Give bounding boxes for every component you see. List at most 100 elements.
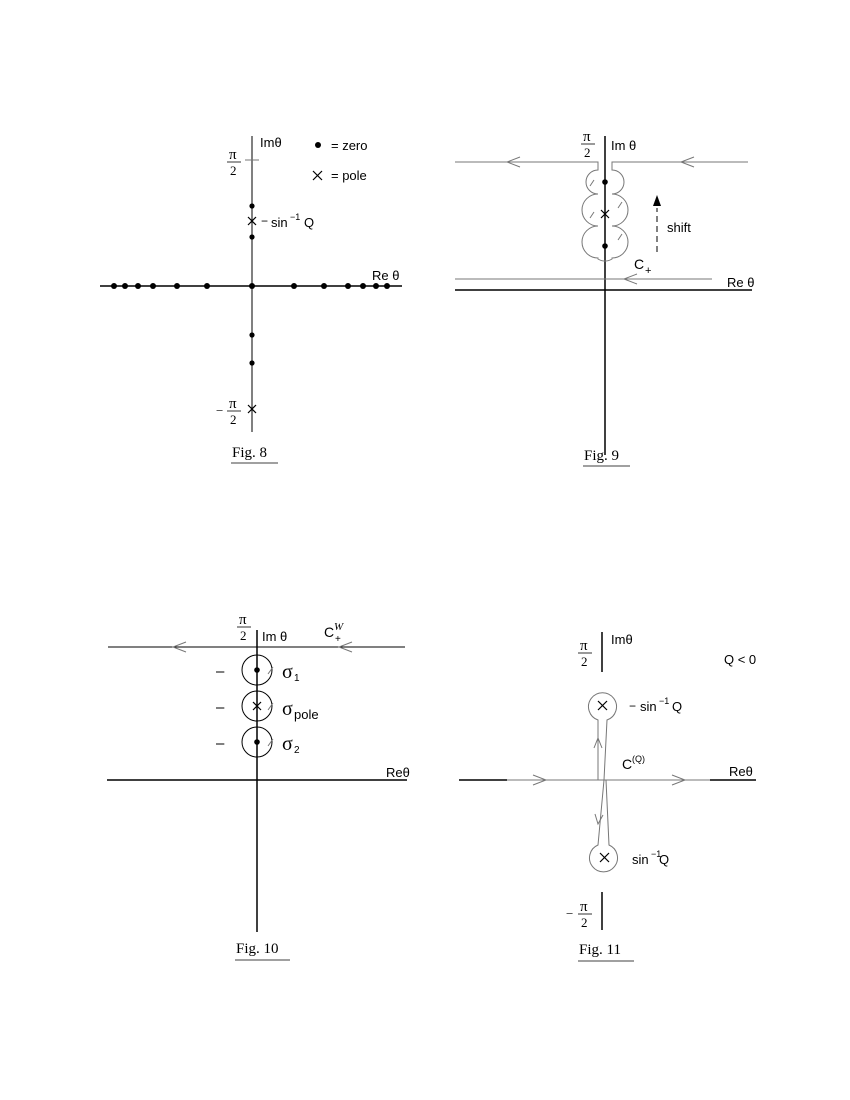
fig8-pole-label-minus: −	[261, 214, 268, 228]
fig10-c-sub: +	[335, 634, 341, 645]
zero-dot	[373, 283, 379, 289]
fig8-pole-upper	[247, 216, 257, 226]
fig11-pole-lower	[599, 852, 610, 863]
fig11-re-label: Reθ	[729, 764, 753, 779]
fig9-c-label: C	[634, 256, 644, 272]
fig8-pi: π	[229, 147, 237, 163]
zero-dot	[291, 283, 297, 289]
fig8-real-zeros	[111, 283, 390, 289]
legend-pole-icon	[312, 170, 323, 181]
fig11-lower-pole-sin: sin	[632, 852, 649, 867]
fig8-imag-zeros	[249, 203, 255, 366]
zero-dot	[249, 360, 255, 366]
fig8-caption: Fig. 8	[232, 445, 267, 461]
fig10-sigma1-circle	[241, 654, 273, 686]
legend-pole-label: = pole	[331, 168, 367, 183]
fig8-pole-label-q: Q	[304, 215, 314, 230]
fig10-minus-3: –	[216, 735, 225, 752]
fig11-upper-pole-exp: −1	[659, 696, 669, 706]
fig9-pole	[600, 209, 610, 219]
fig8-neg-two: 2	[230, 412, 237, 427]
fig10-re-label: Reθ	[386, 765, 410, 780]
zero-dot	[135, 283, 141, 289]
zero-dot	[384, 283, 390, 289]
fig10-sigma-pole: σ	[282, 698, 293, 720]
fig11-lower-pole-q: Q	[659, 852, 669, 867]
fig11-arrow-left	[532, 774, 548, 786]
zero-dot	[150, 283, 156, 289]
fig10-sigma-pole-sub: pole	[294, 707, 319, 722]
fig10-minus-1: –	[216, 663, 225, 680]
fig10-orientation-ticks	[267, 666, 274, 747]
fig10-arrow-right	[337, 641, 353, 653]
fig11-upper-pole-q: Q	[672, 699, 682, 714]
fig8-pole-label-exp: −1	[290, 212, 300, 222]
fig8-pole-lower	[247, 404, 257, 414]
fig10-pi: π	[239, 612, 247, 628]
fig11-im-label: Imθ	[611, 632, 633, 647]
fig8-pole-label-sin: sin	[271, 215, 288, 230]
fig11-neg-pi: π	[580, 899, 588, 915]
zero-dot	[249, 283, 255, 289]
fig8-re-label: Re θ	[372, 268, 399, 283]
fig11-arrow-up	[593, 736, 603, 749]
zero-dot	[254, 667, 260, 673]
fig9-orientation-ticks	[589, 179, 623, 241]
fig9-caption: Fig. 9	[584, 448, 619, 464]
legend-zero-label: = zero	[331, 138, 368, 153]
fig9-arrow-right	[679, 156, 695, 168]
fig11-two: 2	[581, 654, 588, 669]
fig9: shift C + Im θ Re θ π 2 Fig. 9	[455, 129, 754, 467]
fig11-c-label: C	[622, 756, 632, 772]
fig9-c-sub: +	[645, 265, 651, 277]
zero-dot	[360, 283, 366, 289]
zero-dot	[249, 332, 255, 338]
fig8-im-label: Imθ	[260, 135, 282, 150]
fig11-caption: Fig. 11	[579, 942, 621, 958]
fig9-shift-label: shift	[667, 220, 691, 235]
zero-dot	[602, 179, 608, 185]
zero-dot	[249, 203, 255, 209]
fig11-pinched-contour	[588, 692, 618, 873]
zero-dot	[602, 243, 608, 249]
fig9-two: 2	[584, 145, 591, 160]
fig9-c-plus-arrow	[622, 273, 638, 285]
fig11-lower-pole-exp: −1	[651, 849, 661, 859]
fig8: = zero = pole Imθ Re θ π 2 − sin −1 Q − …	[100, 135, 402, 464]
fig11-c-sup: (Q)	[632, 754, 645, 764]
fig10-sigma1: σ	[282, 661, 293, 683]
fig8-minus: −	[216, 403, 223, 418]
zero-dot	[345, 283, 351, 289]
fig10-c-sup: W	[334, 621, 344, 633]
fig9-pi: π	[583, 129, 591, 145]
fig9-re-label: Re θ	[727, 275, 754, 290]
fig9-shift-arrow-head	[653, 195, 661, 206]
fig9-arrow-left	[505, 156, 521, 168]
fig11-arrow-right	[671, 774, 687, 786]
fig10-two: 2	[240, 628, 247, 643]
legend-zero-icon	[315, 142, 321, 148]
fig10-sigma-pole-circle	[241, 690, 273, 722]
fig8-two: 2	[230, 163, 237, 178]
fig11-neg-two: 2	[581, 915, 588, 930]
fig10-c-label: C	[324, 624, 334, 640]
fig9-im-label: Im θ	[611, 138, 636, 153]
fig10-sigma1-sub: 1	[294, 673, 300, 684]
zero-dot	[254, 739, 260, 745]
fig11: − sin −1 Q sin −1 Q C (Q) Q < 0 Imθ Reθ …	[459, 632, 756, 962]
zero-dot	[321, 283, 327, 289]
fig11-pi: π	[580, 638, 588, 654]
zero-dot	[249, 234, 255, 240]
fig10-caption: Fig. 10	[236, 941, 279, 957]
fig11-condition: Q < 0	[724, 652, 756, 667]
fig10-minus-2: –	[216, 699, 225, 716]
fig10-pole	[252, 701, 262, 711]
fig10-sigma2-sub: 2	[294, 745, 300, 756]
zero-dot	[122, 283, 128, 289]
fig10: – – – σ 1 σ pole σ 2 C W + Im θ Reθ π 2 …	[107, 612, 410, 961]
fig9-shifted-contour	[455, 161, 748, 262]
fig11-upper-pole-sin: sin	[640, 699, 657, 714]
fig11-arrow-down	[594, 813, 604, 826]
zero-dot	[174, 283, 180, 289]
